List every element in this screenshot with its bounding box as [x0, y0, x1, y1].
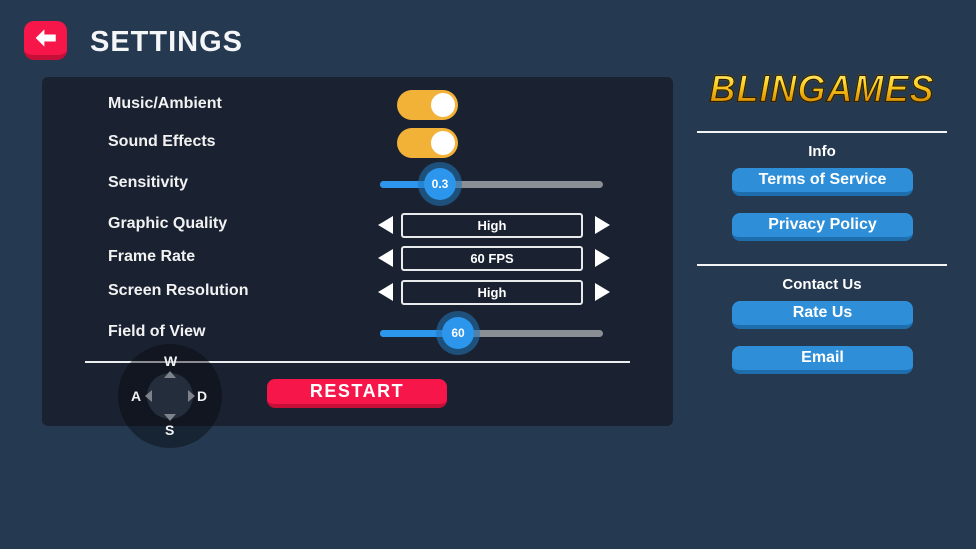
slider-fill	[380, 181, 442, 188]
graphic-quality-value: High	[401, 213, 583, 238]
toggle-knob	[431, 93, 455, 117]
key-s-label: S	[165, 422, 175, 438]
key-w-label: W	[164, 353, 178, 369]
restart-button[interactable]: RESTART	[267, 379, 447, 408]
contact-us-heading: Contact Us	[782, 276, 862, 293]
page-title: SETTINGS	[90, 26, 244, 58]
slider-fill	[380, 330, 460, 337]
back-button[interactable]	[24, 21, 67, 60]
sensitivity-slider[interactable]: 0.3	[380, 162, 603, 206]
terms-of-service-button[interactable]: Terms of Service	[732, 168, 913, 196]
field-of-view-slider-thumb[interactable]: 60	[442, 317, 474, 349]
sensitivity-slider-thumb[interactable]: 0.3	[424, 168, 456, 200]
privacy-policy-button[interactable]: Privacy Policy	[732, 213, 913, 241]
sound-effects-toggle[interactable]	[397, 128, 458, 158]
panel-divider	[85, 361, 630, 363]
wasd-joystick[interactable]: W S A D	[118, 344, 222, 448]
sensitivity-label: Sensitivity	[108, 174, 189, 191]
sidebar-divider	[697, 264, 947, 266]
sound-effects-label: Sound Effects	[108, 133, 216, 150]
music-ambient-toggle[interactable]	[397, 90, 458, 120]
toggle-knob	[431, 131, 455, 155]
settings-panel: Music/Ambient Sound Effects Sensitivity …	[42, 77, 673, 426]
joystick-down-arrow-icon	[164, 414, 176, 421]
field-of-view-label: Field of View	[108, 323, 206, 340]
graphic-quality-label: Graphic Quality	[108, 215, 228, 232]
joystick-right-arrow-icon	[188, 390, 195, 402]
graphic-quality-next-arrow-icon[interactable]	[595, 216, 610, 234]
graphic-quality-prev-arrow-icon[interactable]	[378, 216, 393, 234]
screen-resolution-value: High	[401, 280, 583, 305]
sidebar-divider	[697, 131, 947, 133]
frame-rate-next-arrow-icon[interactable]	[595, 249, 610, 267]
frame-rate-label: Frame Rate	[108, 248, 196, 265]
screen-resolution-label: Screen Resolution	[108, 282, 249, 299]
screen-resolution-prev-arrow-icon[interactable]	[378, 283, 393, 301]
joystick-left-arrow-icon	[145, 390, 152, 402]
field-of-view-slider[interactable]: 60	[380, 311, 603, 355]
game-logo-text: BLINGAMES	[709, 66, 935, 110]
frame-rate-value: 60 FPS	[401, 246, 583, 271]
frame-rate-prev-arrow-icon[interactable]	[378, 249, 393, 267]
joystick-up-arrow-icon	[164, 371, 176, 378]
joystick-knob[interactable]	[147, 373, 193, 419]
key-a-label: A	[131, 388, 142, 404]
slider-track[interactable]	[380, 181, 603, 188]
screen-resolution-next-arrow-icon[interactable]	[595, 283, 610, 301]
game-logo: BLINGAMES	[692, 66, 952, 110]
music-ambient-label: Music/Ambient	[108, 95, 222, 112]
info-heading: Info	[808, 143, 836, 160]
key-d-label: D	[197, 388, 208, 404]
back-arrow-icon	[33, 25, 59, 51]
email-button[interactable]: Email	[732, 346, 913, 374]
slider-track[interactable]	[380, 330, 603, 337]
rate-us-button[interactable]: Rate Us	[732, 301, 913, 329]
